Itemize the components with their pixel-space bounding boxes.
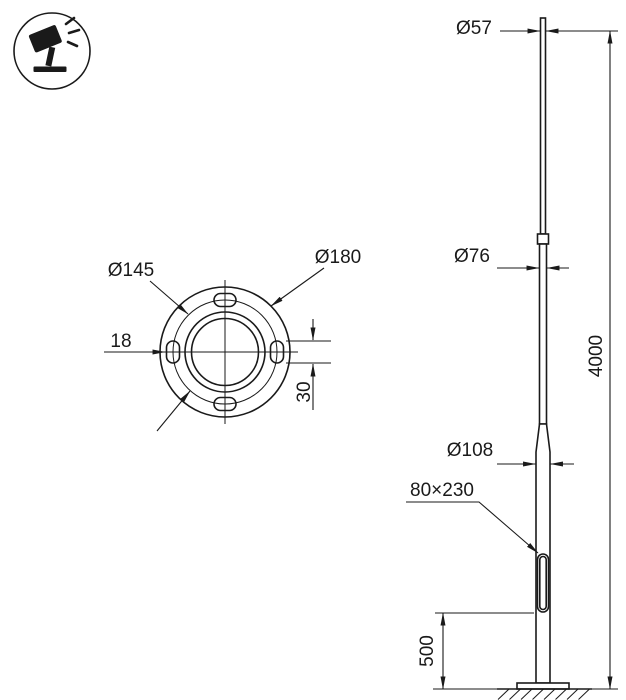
dim-label-d145: Ø145: [108, 260, 154, 281]
pole-mid-section: [538, 243, 548, 425]
pole-side-view: Ø57 Ø76 Ø108 80×230 4000 500: [406, 17, 618, 700]
dim-label-18: 18: [110, 331, 131, 352]
flange-top-view: Ø145 Ø180 18 30: [104, 247, 361, 432]
leader-d180: [270, 267, 325, 307]
floodlight-head: [28, 25, 62, 53]
dim-label-500: 500: [417, 635, 438, 667]
dim-label-4000: 4000: [586, 335, 607, 377]
dim-label-30: 30: [294, 381, 315, 402]
dim-label-hatch: 80×230: [410, 480, 474, 501]
hand-hole-inner: [538, 555, 547, 611]
dim-label-d57: Ø57: [456, 18, 492, 39]
base-plate: [516, 682, 570, 690]
floodlight-stem: [45, 46, 56, 67]
floodlight-icon: [13, 12, 91, 90]
ground-hatch: [497, 688, 590, 700]
pole-coupling-sleeve: [536, 233, 550, 245]
leader-slot-bottom: [156, 390, 191, 432]
leader-hatch: [406, 501, 539, 554]
dim-label-d76: Ø76: [454, 246, 490, 267]
icon-circle: [13, 12, 91, 90]
pole-top-section: [539, 17, 547, 235]
dim-label-d180: Ø180: [315, 247, 361, 268]
light-rays-icon: [64, 16, 81, 48]
floodlight-base: [33, 66, 67, 72]
leader-d145: [149, 280, 189, 315]
dim-label-d108: Ø108: [447, 440, 493, 461]
